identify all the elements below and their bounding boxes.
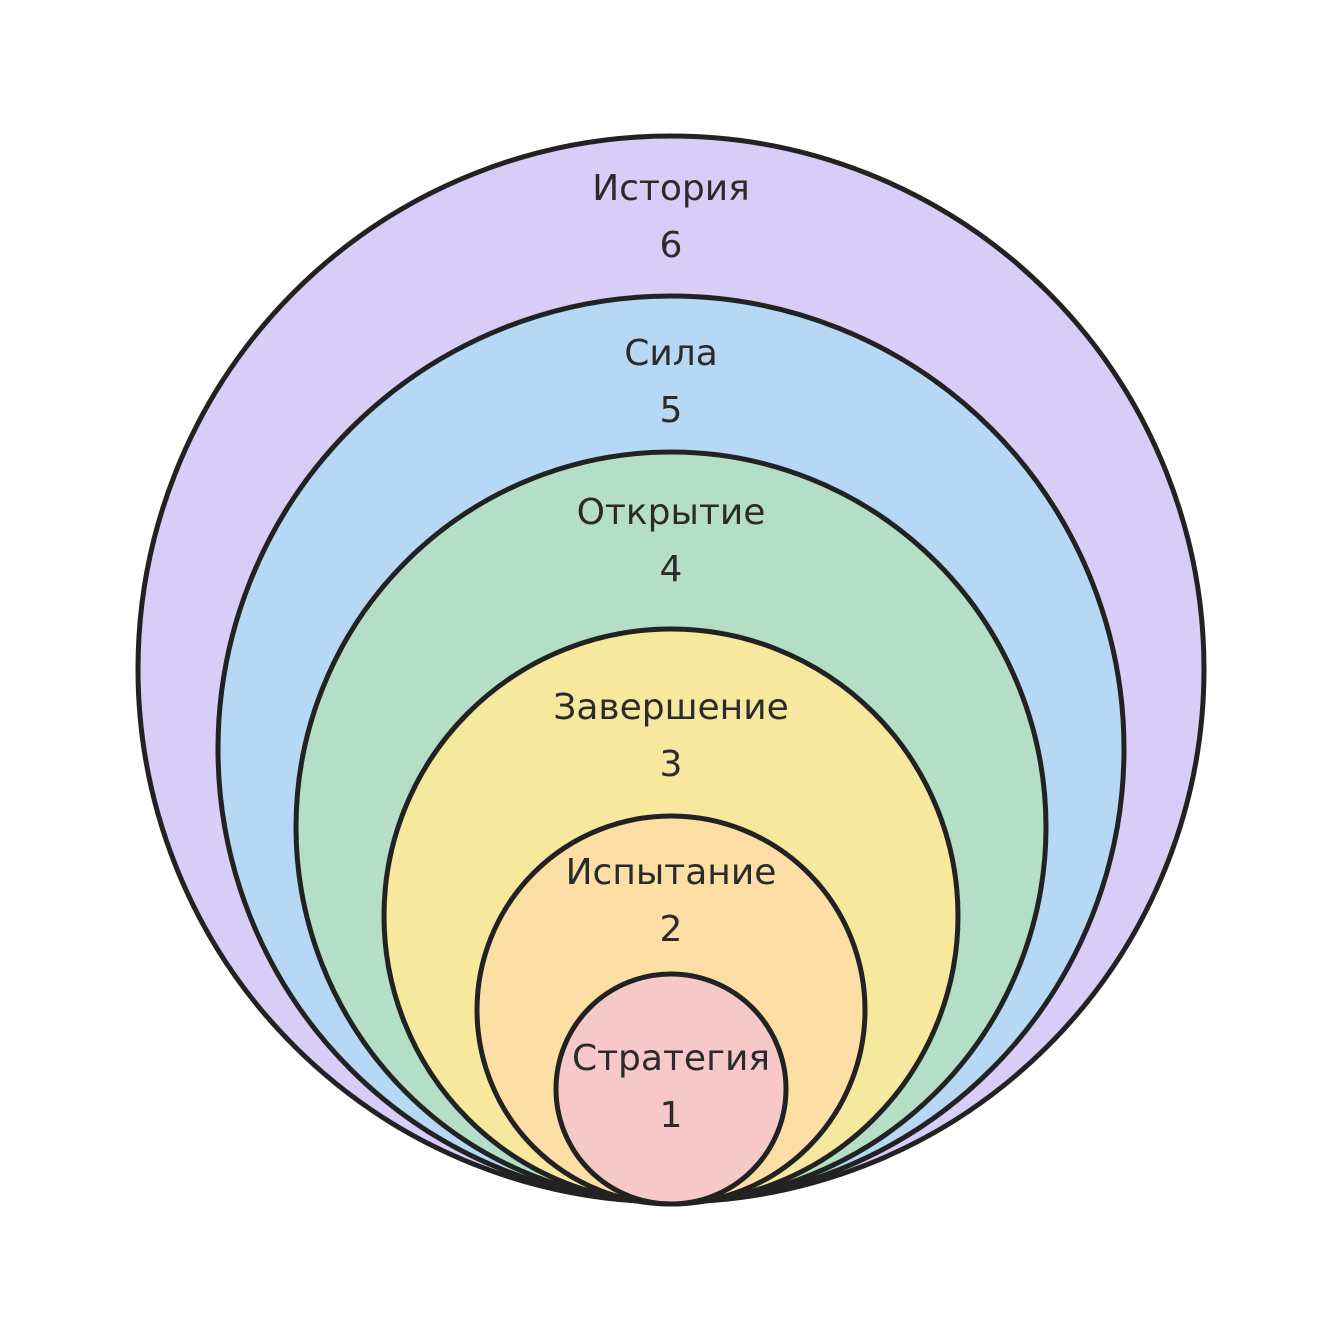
- layer-1-label: Стратегия: [572, 1038, 770, 1079]
- layer-4-label: Открытие: [577, 492, 766, 533]
- layer-1-number: 1: [660, 1095, 683, 1136]
- layer-1: Стратегия 1: [553, 971, 789, 1207]
- layer-3-number: 3: [660, 744, 683, 785]
- layer-2-number: 2: [660, 909, 683, 950]
- layer-6-label: История: [592, 168, 750, 209]
- layer-5-number: 5: [660, 390, 683, 431]
- layer-1-circle[interactable]: [553, 971, 789, 1207]
- layer-6-number: 6: [660, 225, 683, 266]
- layer-5-label: Сила: [624, 333, 718, 374]
- layer-2-label: Испытание: [566, 852, 777, 893]
- layer-4-number: 4: [660, 549, 683, 590]
- layer-3-label: Завершение: [553, 687, 789, 728]
